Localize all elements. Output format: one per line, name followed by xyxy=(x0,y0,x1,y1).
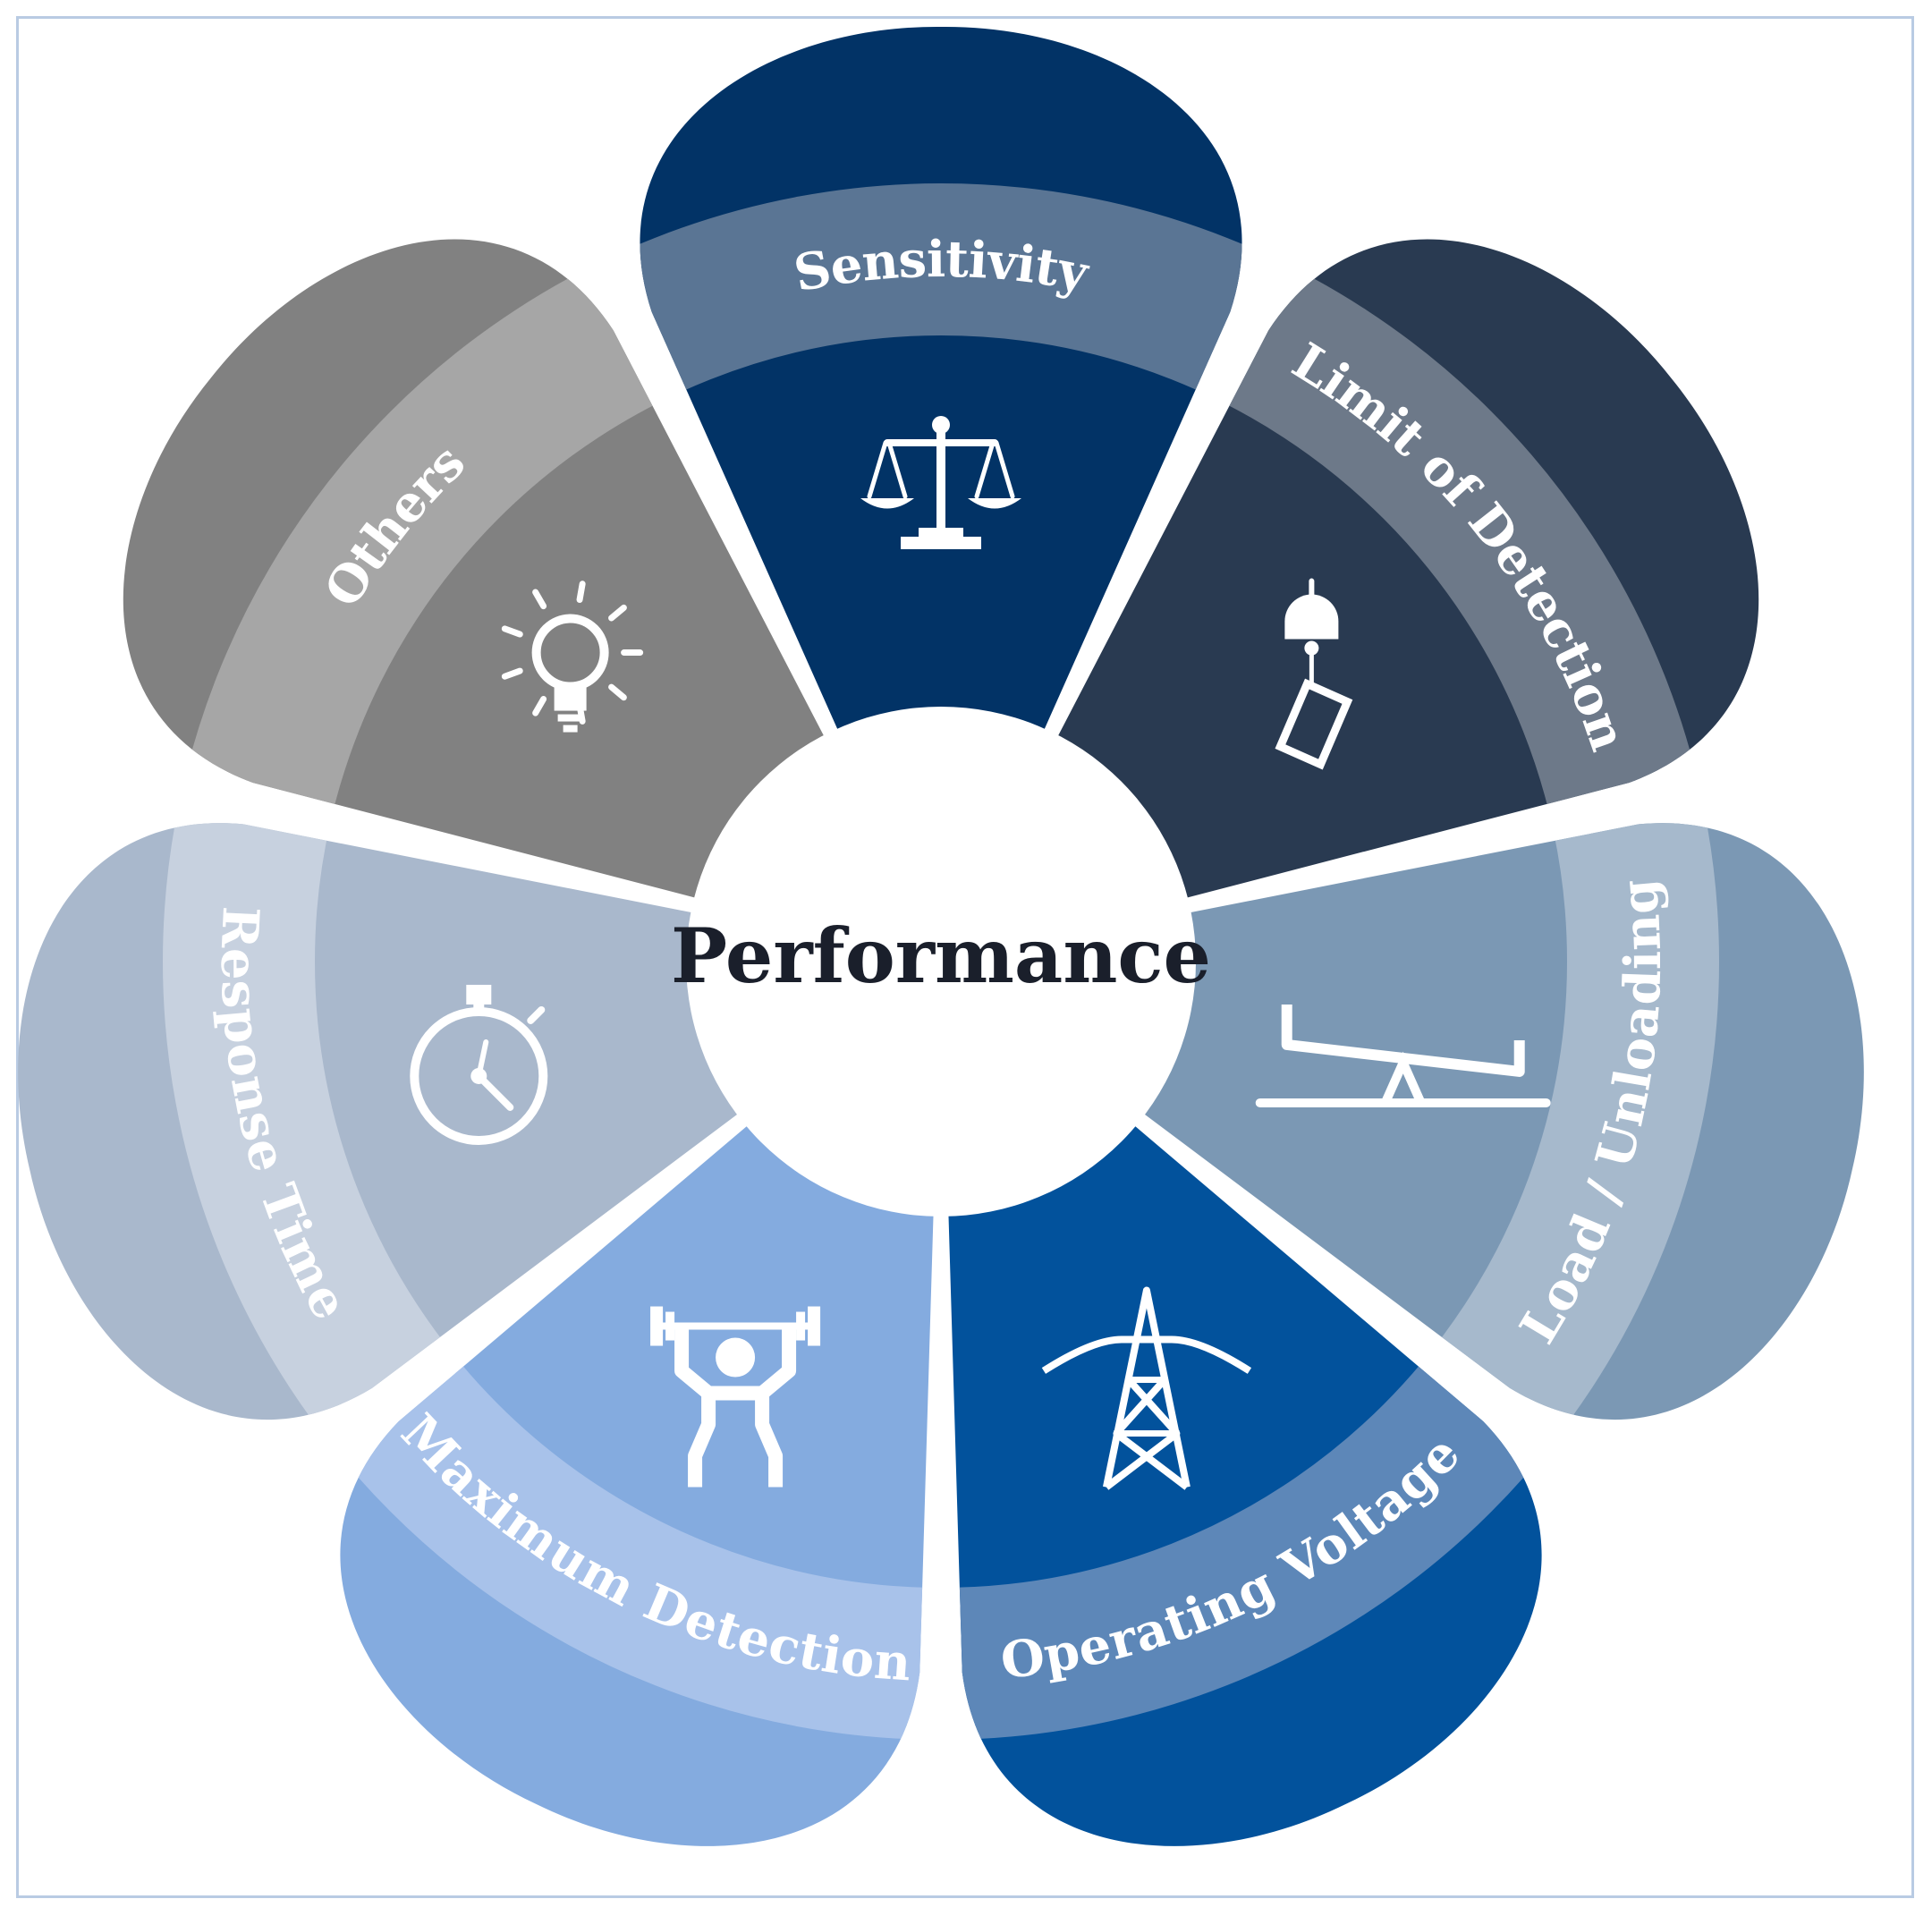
petal-limit-of-detection xyxy=(1054,239,1759,900)
lightbulb-icon xyxy=(501,581,644,733)
petal-response-time xyxy=(18,823,744,1420)
petal-band xyxy=(640,183,1242,737)
seesaw-icon xyxy=(1255,1004,1551,1107)
petal-band xyxy=(163,823,744,1420)
petals-group xyxy=(18,26,1864,1846)
center-circle xyxy=(686,707,1196,1217)
petal-operating-voltage xyxy=(948,1120,1542,1846)
petal-load-unloading xyxy=(1138,823,1864,1420)
weightlifter-icon xyxy=(650,1306,821,1488)
petal-sensitivity xyxy=(640,26,1242,737)
stopwatch-icon xyxy=(410,984,548,1145)
balance-scale-icon xyxy=(860,416,1021,549)
power-tower-icon xyxy=(1041,1286,1252,1490)
center-title: Performance xyxy=(671,911,1211,1000)
wind-chime-icon xyxy=(1275,578,1353,770)
petal-band xyxy=(1138,823,1719,1420)
icons-group xyxy=(410,416,1551,1490)
petal-maximum-detection xyxy=(340,1120,934,1846)
petal-others xyxy=(123,239,828,900)
